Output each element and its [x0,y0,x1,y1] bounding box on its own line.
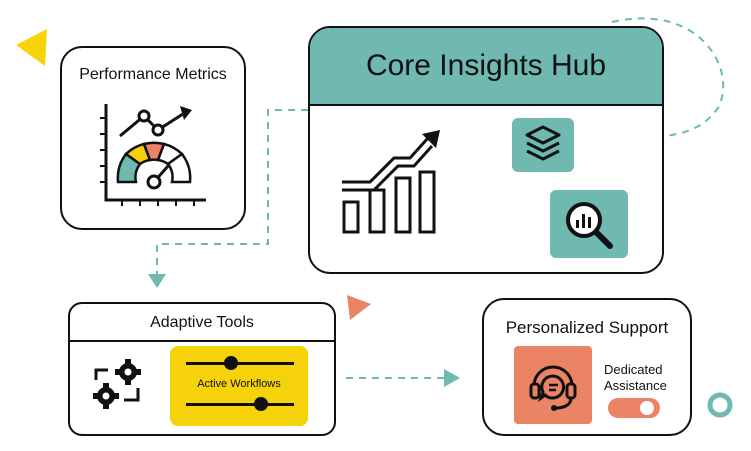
adaptive-card-title: Adaptive Tools [150,314,254,331]
arrowhead-right [444,369,460,387]
layers-icon [525,125,561,161]
slider-thumb-top[interactable] [224,356,238,370]
dashed-connector-hub-to-adaptive [156,109,308,276]
slider-track-bottom[interactable] [186,403,294,406]
arrowhead-down [148,274,166,288]
assistance-toggle[interactable] [608,398,660,418]
hub-header-bar: Core Insights Hub [310,28,662,106]
dedicated-assistance-line2: Assistance [604,378,667,393]
data-search-icon-tile [550,190,628,258]
toggle-knob [640,401,654,415]
dedicated-assistance-line1: Dedicated [604,362,663,377]
active-workflows-panel: Active Workflows [170,346,308,426]
adaptive-header: Adaptive Tools [70,304,334,342]
adaptive-tools-card: Adaptive Tools Active Workflows [68,302,336,436]
support-card-title: Personalized Support [505,318,669,337]
layers-icon-tile [512,118,574,172]
hub-title: Core Insights Hub [365,49,607,82]
gears-sync-icon [93,359,141,409]
active-workflows-label: Active Workflows [197,378,281,390]
performance-gauge-icon [100,104,206,206]
support-icon-tile [514,346,592,424]
yellow-triangle-shape [16,29,47,66]
dashed-arc-connector [611,17,725,137]
slider-track-top[interactable] [186,362,294,365]
personalized-support-card: Personalized Support Dedicated Assistanc… [482,298,692,436]
coral-triangle-shape [347,295,371,320]
teal-ring-shape [707,392,733,418]
performance-metrics-card: Performance Metrics [60,46,246,230]
headset-support-icon [529,365,577,411]
data-search-icon [566,202,613,249]
slider-thumb-bottom[interactable] [254,397,268,411]
performance-card-title: Performance Metrics [79,66,227,83]
growth-bar-chart-icon [342,130,440,234]
core-insights-hub-card: Core Insights Hub [308,26,664,274]
